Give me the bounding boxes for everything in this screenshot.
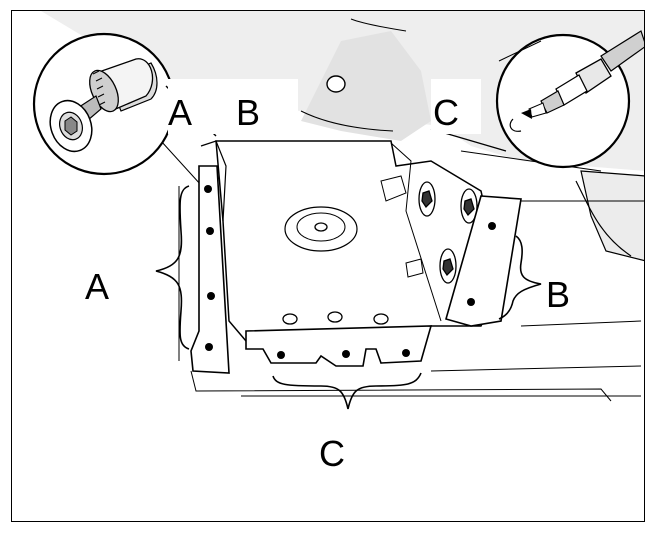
label-side-a: A [85, 266, 109, 307]
center-boss [284, 206, 358, 252]
oval-hole [327, 311, 343, 323]
rivet [204, 185, 212, 193]
slotted-holes [418, 181, 478, 284]
rivet [206, 227, 214, 235]
rivet [277, 351, 285, 359]
label-top-b: B [236, 92, 260, 133]
brace-a [155, 185, 190, 350]
rivet [207, 292, 215, 300]
diagram-canvas: A B C A B C [32, 11, 644, 474]
label-bottom-c: C [319, 433, 345, 474]
rivet [467, 298, 475, 306]
screwdriver-icon [430, 30, 644, 169]
bottom-flange-c [245, 311, 433, 367]
label-top-a: A [168, 92, 192, 133]
body-hole [326, 75, 346, 93]
rivet [342, 350, 350, 358]
rivet [488, 222, 496, 230]
diagram-frame: A B C A B C [11, 10, 645, 522]
brace-c [272, 372, 422, 410]
rivet [205, 343, 213, 351]
rivet [402, 349, 410, 357]
oval-hole [282, 313, 298, 325]
bracket-a [190, 140, 230, 374]
oval-hole [373, 313, 389, 325]
label-top-c: C [433, 92, 459, 133]
bracket-b [445, 195, 522, 327]
center-hole [314, 222, 328, 232]
label-side-b: B [546, 274, 570, 315]
rivet-nut-icon [32, 32, 217, 176]
vehicle-body-background [41, 11, 644, 262]
brace-b [498, 235, 542, 320]
